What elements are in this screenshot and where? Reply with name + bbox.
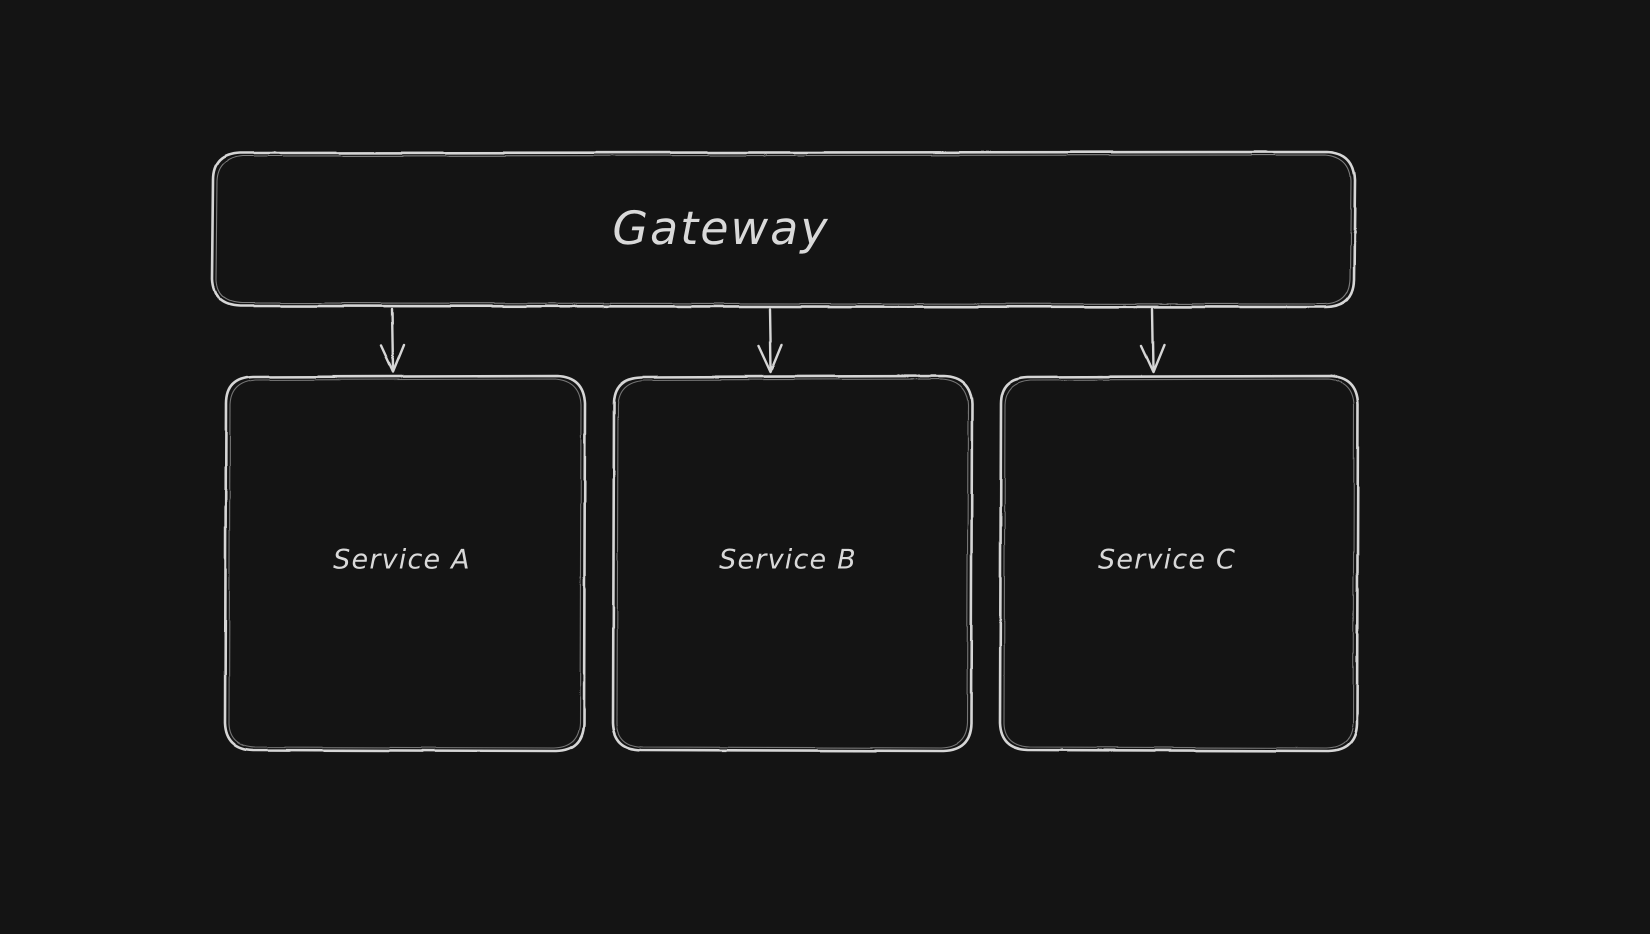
node-service-c-outline[interactable] [998, 374, 1360, 753]
node-label-service-b: Service B [719, 544, 857, 576]
edge-gateway-to-service-a[interactable] [379, 307, 406, 374]
node-label-service-c: Service C [1097, 544, 1237, 576]
node-label-service-a: Service A [333, 544, 471, 576]
node-service-b-outline[interactable] [611, 374, 974, 753]
edge-gateway-to-service-c[interactable] [1139, 307, 1166, 374]
node-service-a-outline[interactable] [223, 374, 587, 753]
node-gateway-outline[interactable] [210, 150, 1357, 309]
node-label-gateway: Gateway [612, 201, 830, 255]
edge-gateway-to-service-b[interactable] [757, 307, 784, 374]
